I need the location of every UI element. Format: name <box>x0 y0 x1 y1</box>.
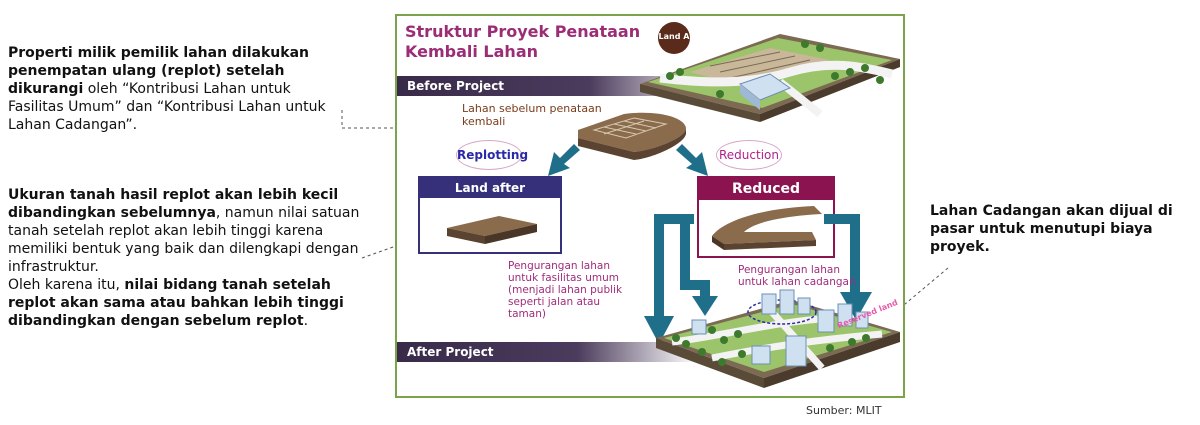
note-value-bold: nilai bidang tanah setelah replot akan s… <box>8 277 344 329</box>
note-replot: Properti milik pemilik lahan dilakukan p… <box>8 44 348 134</box>
land-a-badge: Land A <box>658 32 690 41</box>
land-after-header: Land after <box>420 178 560 198</box>
note-size-bold: Ukuran tanah hasil replot akan lebih kec… <box>8 187 339 221</box>
reduced-parcel <box>712 206 822 250</box>
diagram-title: Struktur Proyek Penataan Kembali Lahan <box>405 22 641 61</box>
replot-arrow <box>548 144 580 176</box>
reserve-reduction-label: Pengurangan lahan untuk lahan cadangan <box>738 264 856 288</box>
split-arrows <box>548 144 708 176</box>
replotting-text: Replotting <box>457 148 529 162</box>
note-size-value: Ukuran tanah hasil replot akan lebih kec… <box>8 186 370 330</box>
reduction-text: Reduction <box>719 148 779 162</box>
down-arrows <box>644 214 872 344</box>
before-project-bar: Before Project <box>397 76 717 96</box>
note-reserved-text: Lahan Cadangan akan dijual di pasar untu… <box>930 203 1173 255</box>
reduced-header: Reduced <box>699 178 833 200</box>
reduction-arrow <box>676 144 708 176</box>
before-land-label: Lahan sebelum penataan kembali <box>462 102 602 128</box>
note-replot-rest: oleh “Kontribusi Lahan untuk Fasilitas U… <box>8 81 326 133</box>
note-value-end: . <box>303 313 309 329</box>
leader-top <box>341 110 600 129</box>
public-reduction-label: Pengurangan lahan untuk fasilitas umum (… <box>508 260 623 320</box>
reduction-label: Reduction <box>716 140 782 170</box>
after-city-illustration <box>656 289 900 388</box>
before-city-illustration <box>640 22 900 122</box>
after-project-bar: After Project <box>397 342 697 362</box>
note-replot-bold: Properti milik pemilik lahan dilakukan p… <box>8 45 309 97</box>
land-after-parcel <box>447 216 537 244</box>
before-land-parcel <box>578 112 686 160</box>
replotting-label: Replotting <box>456 140 528 170</box>
source-credit: Sumber: MLIT <box>806 404 882 417</box>
land-a-badge-circle <box>658 22 690 54</box>
note-size-rest: , namun nilai satuan tanah setelah replo… <box>8 205 360 275</box>
note-value-plain: Oleh karena itu, <box>8 277 125 293</box>
note-reserved-land: Lahan Cadangan akan dijual di pasar untu… <box>930 202 1192 256</box>
